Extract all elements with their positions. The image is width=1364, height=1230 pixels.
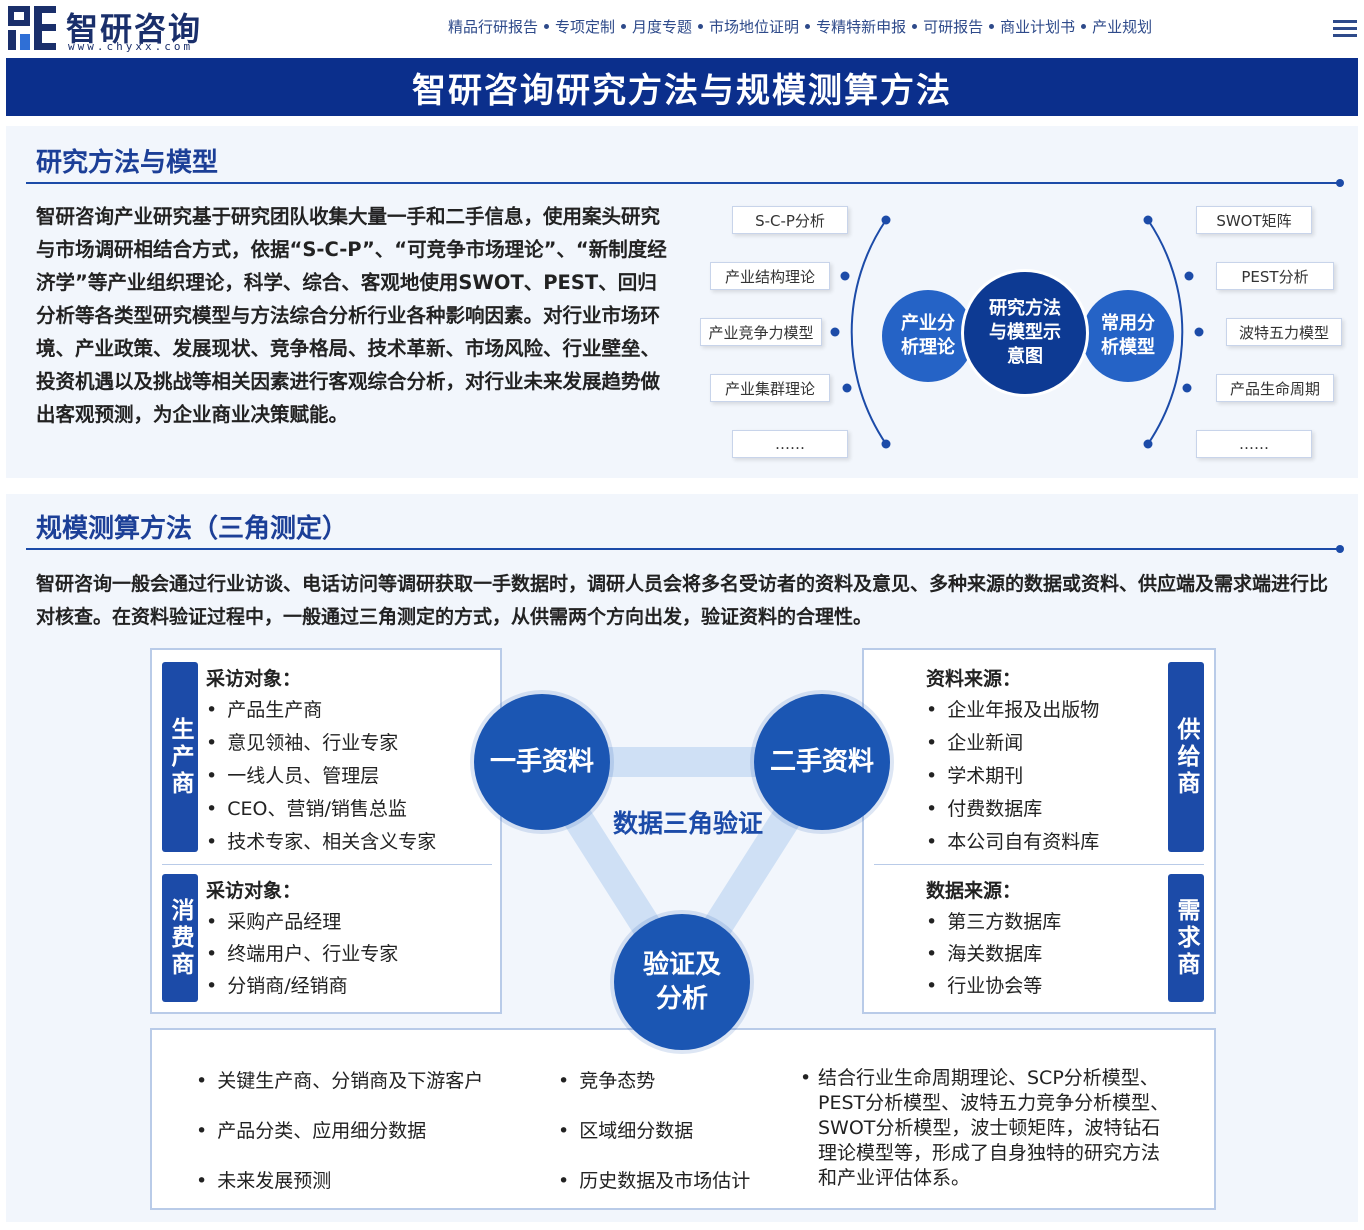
list-item: 企业新闻 [926,727,1099,760]
list-item: 终端用户、行业专家 [206,938,398,970]
list-item: 分销商/经销商 [206,970,398,1002]
menu-icon[interactable] [1333,18,1357,38]
list-item: 产品分类、应用细分数据 [196,1116,426,1143]
list-item: CEO、营销/销售总监 [206,793,436,826]
section-title: 规模测算方法（三角测定） [36,514,349,544]
nav-separator [698,24,704,29]
panel-divider [162,864,492,865]
demand-label: 需求商 [1168,874,1204,1002]
list-item: 本公司自有资料库 [926,826,1099,859]
nav-separator [805,24,811,29]
section-divider [26,545,1344,553]
tag-pest: PEST分析 [1216,262,1334,290]
nav-separator [621,24,627,29]
tag-industry-structure: 产业结构理论 [710,262,830,290]
page-title-bar: 智研咨询研究方法与规模测算方法 [6,58,1358,116]
section-divider [26,179,1344,187]
nav-separator [989,24,995,29]
section-title: 研究方法与模型 [36,148,219,178]
section-paragraph: 智研咨询产业研究基于研究团队收集大量一手和二手信息，使用案头研究与市场调研相结合… [36,205,667,426]
nav-separator [912,24,918,29]
nav-item-specialized[interactable]: 专精特新申报 [816,18,907,36]
nav-item-custom[interactable]: 专项定制 [555,18,616,36]
producer-consumer-panel: 生产商 采访对象： 产品生产商 意见领袖、行业专家 一线人员、管理层 CEO、营… [150,648,502,1014]
nav-item-feasibility[interactable]: 可研报告 [923,18,984,36]
circle-diagram-center: 研究方法与模型示意图 [964,272,1086,394]
list-item: 一线人员、管理层 [206,760,436,793]
tag-scp: S-C-P分析 [732,206,848,234]
triangle-center-label: 数据三角验证 [612,809,763,838]
circle-industry-theory: 产业分析理论 [882,290,974,382]
supplier-list: 企业年报及出版物 企业新闻 学术期刊 付费数据库 本公司自有资料库 [926,694,1099,859]
tag-porter: 波特五力模型 [1226,318,1342,346]
producer-head: 采访对象： [206,668,302,690]
tag-competitiveness: 产业竞争力模型 [700,318,822,346]
brand-url: www.chyxx.com [68,40,194,53]
list-item: 第三方数据库 [926,906,1061,938]
panel-divider [874,864,1204,865]
list-item: 区域细分数据 [558,1116,693,1143]
methods-diagram: S-C-P分析 产业结构理论 产业竞争力模型 产业集群理论 …… SWOT矩阵 … [696,186,1346,476]
consumer-head: 采访对象： [206,880,302,902]
nav-item-reports[interactable]: 精品行研报告 [448,18,539,36]
list-item: 产品生产商 [206,694,436,727]
demand-head: 数据来源： [926,880,1022,902]
section-paragraph: 智研咨询一般会通过行业访谈、电话访问等调研获取一手数据时，调研人员会将多名受访者… [36,573,1329,628]
tag-more-right: …… [1196,430,1312,458]
producer-label: 生产商 [162,662,198,852]
nav-separator [544,24,550,29]
analysis-output-panel: 关键生产商、分销商及下游客户 产品分类、应用细分数据 未来发展预测 竞争态势 区… [150,1028,1216,1210]
list-item: 技术专家、相关含义专家 [206,826,436,859]
consumer-label: 消费商 [162,874,198,1002]
list-item: 意见领袖、行业专家 [206,727,436,760]
list-item: 历史数据及市场估计 [558,1166,750,1193]
tag-more-left: …… [732,430,848,458]
list-item: 竞争态势 [558,1066,655,1093]
nav-item-business-plan[interactable]: 商业计划书 [1000,18,1076,36]
list-item: 付费数据库 [926,793,1099,826]
list-item: 行业协会等 [926,970,1061,1002]
tag-swot: SWOT矩阵 [1196,206,1312,234]
brand-name: 智研咨询 [66,10,203,48]
brand-logo[interactable]: 智研咨询 www.chyxx.com [8,4,218,53]
nav-item-market-proof[interactable]: 市场地位证明 [709,18,800,36]
consumer-list: 采购产品经理 终端用户、行业专家 分销商/经销商 [206,906,398,1002]
list-item: 海关数据库 [926,938,1061,970]
list-item: 关键生产商、分销商及下游客户 [196,1066,483,1093]
top-nav: 精品行研报告 专项定制 月度专题 市场地位证明 专精特新申报 可研报告 商业计划… [446,16,1154,37]
circle-common-models: 常用分析模型 [1082,290,1174,382]
circle-primary-data: 一手资料 [474,694,610,830]
header: 智研咨询 www.chyxx.com 精品行研报告 专项定制 月度专题 市场地位… [0,0,1364,58]
page-title: 智研咨询研究方法与规模测算方法 [412,70,952,111]
list-item: 企业年报及出版物 [926,694,1099,727]
nav-separator [1081,24,1087,29]
methods-diagram-arcs [830,215,1204,449]
logo-icon [8,6,56,50]
circle-verify-analysis: 验证及分析 [614,914,750,1050]
list-item: 采购产品经理 [206,906,398,938]
circle-secondary-data: 二手资料 [754,694,890,830]
nav-item-monthly[interactable]: 月度专题 [632,18,693,36]
sizing-method-section: 规模测算方法（三角测定） 智研咨询一般会通过行业访谈、电话访问等调研获取一手数据… [6,494,1358,1222]
list-item: 未来发展预测 [196,1166,331,1193]
list-item: 学术期刊 [926,760,1099,793]
tag-lifecycle: 产品生命周期 [1216,374,1334,402]
supplier-head: 资料来源： [926,668,1022,690]
supplier-label: 供给商 [1168,662,1204,852]
output-summary: 结合行业生命周期理论、SCP分析模型、PEST分析模型、波特五力竞争分析模型、S… [800,1066,1178,1191]
tag-cluster: 产业集群理论 [710,374,830,402]
supplier-demand-panel: 资料来源： 企业年报及出版物 企业新闻 学术期刊 付费数据库 本公司自有资料库 … [862,648,1216,1014]
producer-list: 产品生产商 意见领袖、行业专家 一线人员、管理层 CEO、营销/销售总监 技术专… [206,694,436,859]
research-methods-section: 研究方法与模型 智研咨询产业研究基于研究团队收集大量一手和二手信息，使用案头研究… [6,126,1358,478]
nav-item-industry-plan[interactable]: 产业规划 [1092,18,1153,36]
demand-list: 第三方数据库 海关数据库 行业协会等 [926,906,1061,1002]
